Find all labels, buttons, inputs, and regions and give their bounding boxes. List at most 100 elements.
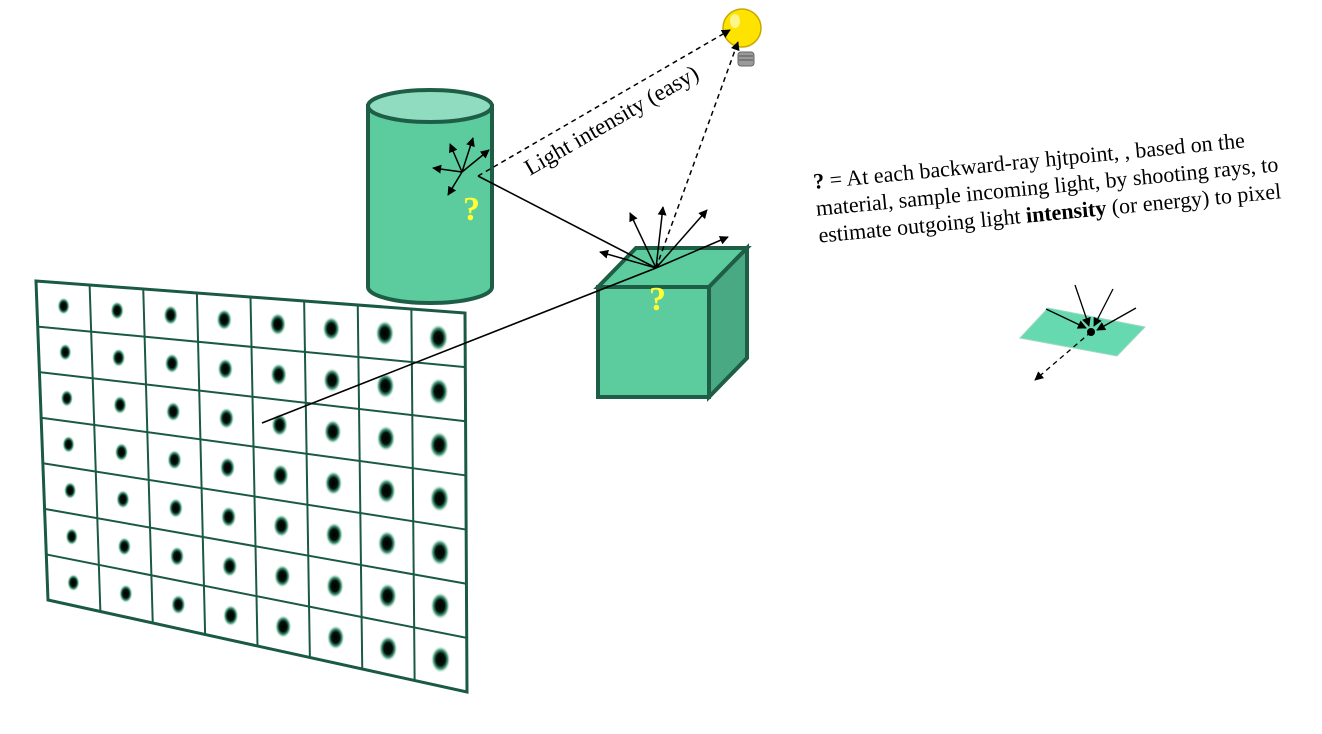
grid-column-line bbox=[195, 292, 207, 635]
inset-incoming-ray bbox=[1093, 288, 1114, 327]
rays bbox=[261, 29, 740, 424]
inset-incoming-ray bbox=[1096, 307, 1137, 331]
pixel-dot bbox=[167, 449, 182, 471]
pixel-dot bbox=[375, 320, 395, 347]
cube-sample-ray bbox=[629, 212, 657, 269]
inset-incoming-ray bbox=[1045, 308, 1087, 329]
pixel-dot bbox=[111, 348, 126, 368]
pixel-dot bbox=[114, 442, 129, 462]
pixel-dot bbox=[378, 635, 398, 662]
pixel-dot bbox=[65, 527, 79, 546]
cyl-sample-ray bbox=[461, 149, 490, 173]
cylinder-body bbox=[366, 104, 494, 305]
grid-column-line bbox=[249, 296, 259, 647]
cube-side-face bbox=[707, 243, 749, 402]
cylinder-top bbox=[366, 88, 494, 124]
pixel-dot bbox=[113, 395, 127, 415]
pixel-dot bbox=[428, 324, 449, 352]
pixel-dot bbox=[325, 573, 344, 599]
inset-surface-patch bbox=[1019, 307, 1146, 357]
pixel-dot bbox=[169, 546, 185, 567]
pixel-dot bbox=[429, 538, 450, 566]
grid-row-line bbox=[37, 325, 466, 369]
pixel-dot bbox=[57, 297, 71, 315]
pixel-dot bbox=[272, 463, 289, 488]
pixel-dot bbox=[164, 353, 180, 374]
cube-sample-ray bbox=[599, 249, 657, 269]
pixel-dot bbox=[58, 343, 72, 361]
cube-object bbox=[593, 243, 752, 402]
cylinder-question-marker: ? bbox=[463, 191, 480, 228]
pixel-dot bbox=[218, 407, 235, 430]
pixel-dot bbox=[272, 514, 290, 538]
pixel-dot bbox=[118, 584, 133, 604]
pixel-dot bbox=[429, 431, 450, 459]
pixel-dot bbox=[66, 573, 80, 592]
cyl-sample-ray bbox=[447, 171, 463, 196]
pixel-dot bbox=[323, 367, 342, 393]
pixel-dots bbox=[57, 297, 451, 674]
grid-row-line bbox=[44, 507, 467, 585]
cyl-sample-ray bbox=[449, 143, 463, 173]
grid-row-line bbox=[41, 416, 466, 477]
pixel-dot bbox=[322, 316, 341, 342]
pixel-dot bbox=[270, 362, 288, 387]
grid-row-line bbox=[39, 371, 466, 423]
pixel-dot bbox=[323, 419, 342, 444]
cyl-sample-ray bbox=[432, 164, 463, 174]
pixel-dot bbox=[325, 522, 344, 547]
pixel-dot bbox=[377, 530, 397, 557]
pixel-dot bbox=[165, 401, 181, 422]
cube-sample-ray bbox=[655, 209, 708, 269]
pixel-dot bbox=[116, 489, 130, 509]
grid-lines bbox=[37, 284, 467, 681]
pixel-dot bbox=[217, 358, 234, 380]
pixel-dot bbox=[222, 604, 239, 627]
pixel-dot bbox=[274, 614, 292, 639]
inset-outgoing-ray bbox=[1034, 331, 1092, 381]
pixel-dot bbox=[269, 312, 287, 336]
pixel-dot bbox=[273, 564, 291, 588]
pixel-dot bbox=[377, 477, 396, 504]
pixel-dot bbox=[271, 413, 289, 437]
shadow-ray-cylinder bbox=[477, 29, 731, 177]
image-plane-grid bbox=[34, 279, 469, 694]
primary-ray bbox=[261, 267, 657, 424]
pixel-dot bbox=[163, 304, 179, 326]
pixel-dot bbox=[220, 506, 237, 528]
pixel-dot bbox=[326, 625, 345, 650]
cube-sample-ray bbox=[655, 206, 667, 269]
grid-column-line bbox=[88, 284, 102, 612]
pixel-dot bbox=[110, 301, 125, 321]
pixel-dot bbox=[168, 497, 184, 519]
pixel-dot bbox=[378, 582, 398, 609]
pixel-dot bbox=[216, 308, 233, 331]
pixel-dot bbox=[219, 456, 236, 479]
pixel-dot bbox=[430, 645, 451, 674]
cube-sample-ray bbox=[655, 236, 729, 269]
pixel-dot bbox=[324, 470, 343, 496]
grid-column-line bbox=[410, 308, 416, 681]
grid-column-line bbox=[356, 304, 364, 670]
inset-incoming-ray bbox=[1074, 284, 1091, 327]
pixel-dot bbox=[170, 594, 186, 615]
pixel-dot bbox=[376, 425, 396, 452]
pixel-dot bbox=[63, 481, 77, 500]
pixel-dot bbox=[60, 389, 74, 408]
light-intensity-label: Light intensity (easy) bbox=[520, 60, 703, 180]
secondary-ray bbox=[477, 175, 657, 269]
pixel-dot bbox=[117, 536, 132, 556]
grid-column-line bbox=[303, 300, 311, 658]
pixel-dot bbox=[428, 377, 449, 406]
cube-question-marker: ? bbox=[649, 281, 666, 318]
pixel-dot bbox=[429, 484, 450, 513]
pixel-dot bbox=[430, 592, 451, 620]
cylinder-object bbox=[366, 88, 494, 305]
cyl-sample-ray bbox=[461, 137, 475, 173]
light-bulb-icon bbox=[722, 8, 762, 67]
pixel-dot bbox=[375, 372, 395, 399]
grid-column-line bbox=[142, 288, 154, 624]
surface-sample-illustration bbox=[1019, 284, 1146, 381]
grid-row-line bbox=[46, 553, 467, 639]
